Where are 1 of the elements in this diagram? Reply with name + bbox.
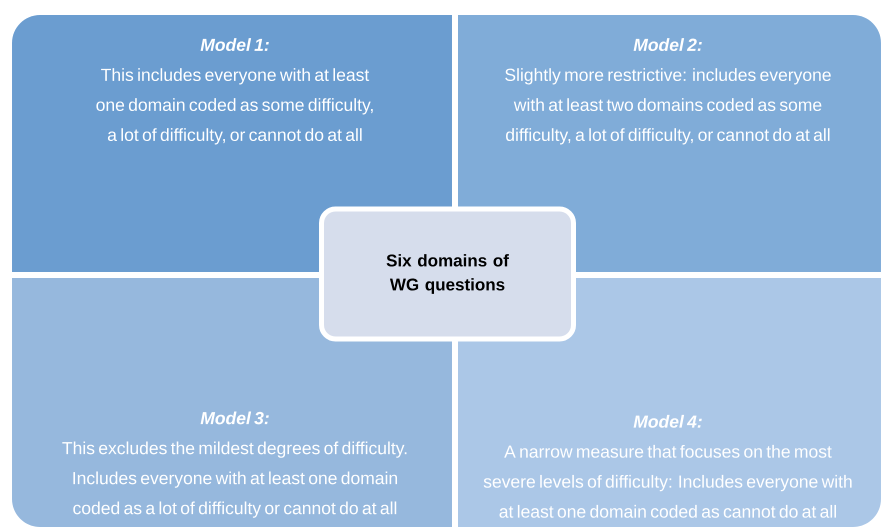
center-box: Six domains of WG questions (319, 206, 576, 342)
